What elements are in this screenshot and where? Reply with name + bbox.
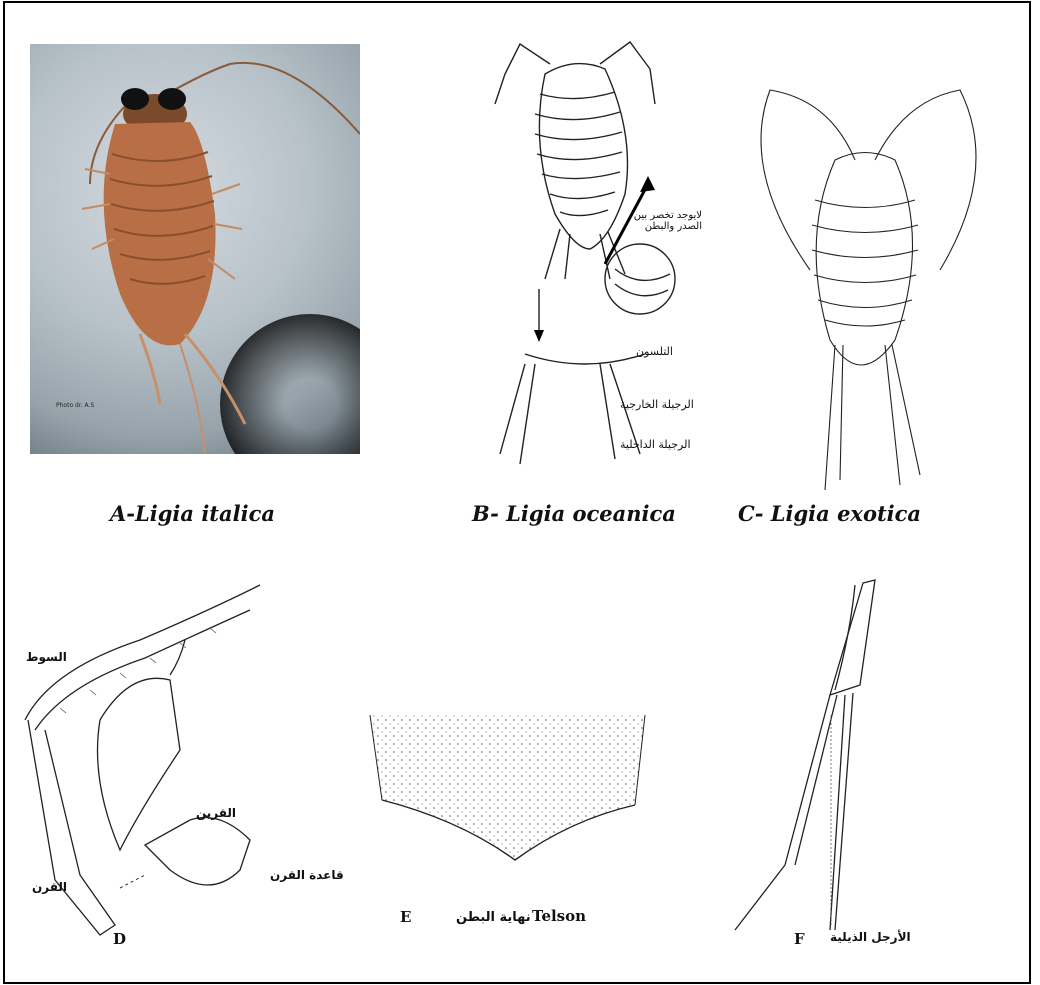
telson-drawing bbox=[360, 710, 660, 860]
caption-c: C- Ligia exotica bbox=[738, 501, 921, 526]
telson-label-en: Telson bbox=[532, 907, 586, 925]
uropod-drawing bbox=[725, 575, 895, 955]
uropod-label: الأرجل الذيلية bbox=[830, 930, 911, 944]
flagellum-label: السوط bbox=[26, 650, 67, 664]
ligia-exotica-drawing bbox=[740, 90, 1040, 490]
caption-b: B- Ligia oceanica bbox=[472, 501, 676, 526]
ligia-italica-photo: Photo dr. A.S bbox=[30, 44, 360, 454]
antenna-drawing bbox=[20, 580, 350, 960]
panel-e-letter: E bbox=[400, 908, 411, 926]
no-waist-label: لايوجد تخصر بين الصدر والبطن bbox=[612, 210, 702, 232]
photo-credit: Photo dr. A.S bbox=[56, 402, 94, 409]
panel-f-letter: F bbox=[794, 930, 805, 948]
inner-ramus-label: الرجيلة الداخلية bbox=[620, 438, 691, 451]
caption-a: A-Ligia italica bbox=[110, 501, 275, 526]
telson-label-b: التلسون bbox=[636, 345, 673, 358]
antennule-label: القرين bbox=[196, 806, 236, 820]
isopod-photo-shape bbox=[30, 44, 360, 454]
outer-ramus-label: الرجيلة الخارجية bbox=[620, 398, 694, 411]
antenna-base-label: قاعدة القرن bbox=[270, 868, 344, 882]
telson-label-ar: نهاية البطن bbox=[456, 910, 531, 925]
antenna-label: القرن bbox=[32, 880, 67, 894]
panel-d-letter: D bbox=[113, 930, 126, 948]
